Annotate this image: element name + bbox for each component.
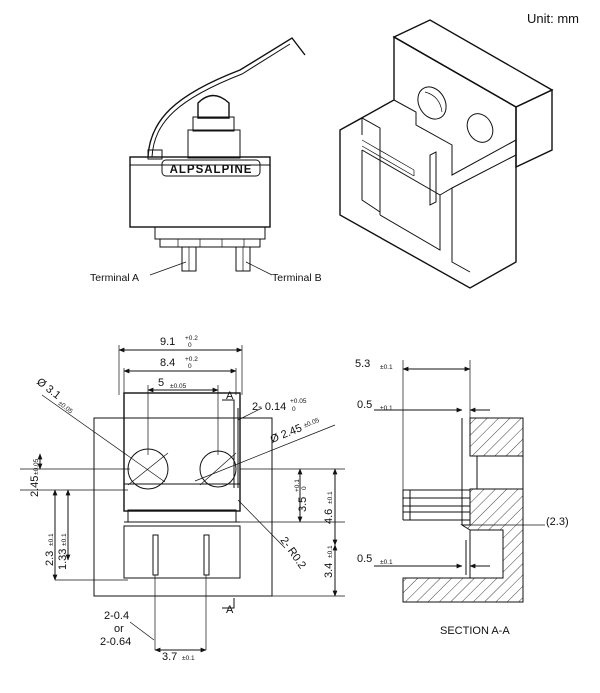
dim-9-1-tol-top: +0.2 [185,335,198,342]
dim-2-45: 2.45 [29,476,41,497]
dim-0-5-bottom-tol: ±0.1 [380,559,393,566]
section-mark-bottom: A [226,604,234,616]
dim-3-5: 3.5 [297,497,309,512]
dim-hole-b: Ø 2.45 [269,422,304,445]
dim-pitch-tol: ±0.1 [182,655,195,662]
dim-8-4: 8.4 [160,357,175,369]
dim-8-4-tol-bot: 0 [188,363,192,370]
dim-1-33-tol: ±0.1 [61,533,68,546]
dim-2-3-tol: ±0.1 [48,533,55,546]
unit-label: Unit: mm [527,11,579,26]
terminal-a-label: Terminal A [90,272,139,284]
dim-2-45-tol: ±0.05 [33,458,40,475]
dim-4-6: 4.6 [323,509,335,524]
dim-5-3-tol: ±0.1 [380,364,393,371]
brand-label: ALPSALPINE [170,164,253,176]
dim-2-3-ref: (2.3) [546,516,569,528]
dim-r0-2: 2- R0.2 [278,535,309,571]
dim-slot-tol-bot: 0 [292,406,296,413]
dim-hole-a-tol: ±0.05 [57,400,74,416]
dim-0-5-bottom: 0.5 [357,553,372,565]
dim-0-5-top-tol: ±0.1 [380,405,393,412]
dim-5-3: 5.3 [355,358,370,370]
dim-pin-w2: 2-0.64 [100,636,131,648]
dim-slot-tol-top: +0.05 [290,398,307,405]
section-caption: SECTION A-A [440,625,510,637]
dim-8-4-tol-top: +0.2 [185,356,198,363]
section-a-a-drawing [374,360,545,603]
switch-body-illustration: ALPSALPINE [129,37,306,276]
section-mark-top: A [226,390,234,402]
dim-3-5-tol-top: +0.1 [294,479,301,492]
dim-pitch: 3.7 [162,651,177,663]
dim-3-5-tol-bot: 0 [301,486,308,490]
dim-pin-or: or [114,623,124,635]
dim-9-1: 9.1 [160,336,175,348]
front-view-drawing [20,345,345,653]
dim-5-tol: ±0.05 [170,383,187,390]
dim-3-4: 3.4 [323,563,335,578]
dim-3-4-tol: ±0.1 [327,545,334,558]
dim-pin-w: 2-0.4 [104,610,129,622]
dim-hole-b-tol: ±0.05 [303,417,321,430]
dim-9-1-tol-bot: 0 [188,342,192,349]
terminal-b-label: Terminal B [272,272,322,284]
dim-2-3: 2.3 [44,551,56,566]
dim-0-5-top: 0.5 [357,399,372,411]
dim-1-33: 1.33 [57,549,69,570]
dim-5: 5 [158,377,164,389]
socket-isometric-illustration [339,19,554,289]
dim-slot: 2- 0.14 [252,401,286,413]
dim-hole-a: Ø 3.1 [34,376,63,402]
dim-4-6-tol: ±0.1 [327,491,334,504]
